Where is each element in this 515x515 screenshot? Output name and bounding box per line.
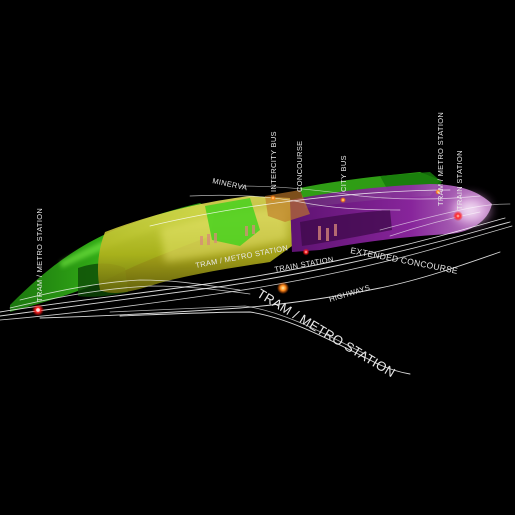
label-tram-metro-bottom: TRAM / METRO STATION: [254, 286, 398, 381]
label-intercity-bus: INTERCITY BUS: [269, 131, 278, 192]
station-marker-right: [453, 211, 463, 221]
label-extended-concourse: EXTENDED CONCOURSE: [350, 245, 459, 276]
station-marker-upper-right: [435, 189, 441, 195]
label-city-bus: CITY BUS: [339, 155, 348, 192]
label-train-station-mid: TRAIN STATION: [274, 255, 335, 274]
purple-volume-dark: [300, 210, 392, 246]
label-tram-metro-left: TRAM / METRO STATION: [35, 208, 44, 302]
label-minerva: MINERVA: [212, 176, 249, 192]
upper-track: [239, 185, 481, 200]
station-marker-tram-metro-bottom: [277, 282, 289, 294]
upper-track: [379, 203, 511, 231]
station-marker-tram-metro-left-core: [36, 308, 40, 312]
label-concourse: CONCOURSE: [295, 141, 304, 192]
upper-track: [389, 211, 481, 237]
station-markers: [32, 189, 463, 316]
track-line: [9, 285, 251, 309]
purple-volume-bright-end: [444, 190, 496, 230]
track-lines: [0, 185, 513, 375]
label-train-station-right: TRAIN STATION: [455, 150, 464, 210]
volumes: [10, 172, 496, 312]
highway-line: [119, 311, 411, 375]
building-blocks: [200, 224, 337, 245]
label-highways: HIGHWAYS: [328, 283, 371, 304]
station-marker-train-mid: [302, 248, 310, 256]
label-tram-metro-right: TRAM / METRO STATION: [436, 112, 445, 206]
upper-track: [189, 194, 401, 211]
track-line: [0, 221, 511, 317]
highway-line: [109, 305, 366, 355]
track-line: [0, 217, 506, 313]
station-marker-city-bus: [340, 197, 346, 203]
station-marker-intercity-bus: [270, 195, 276, 201]
upper-track: [149, 189, 451, 227]
track-line: [19, 279, 241, 301]
track-line: [0, 225, 513, 321]
highway-line: [39, 251, 501, 319]
